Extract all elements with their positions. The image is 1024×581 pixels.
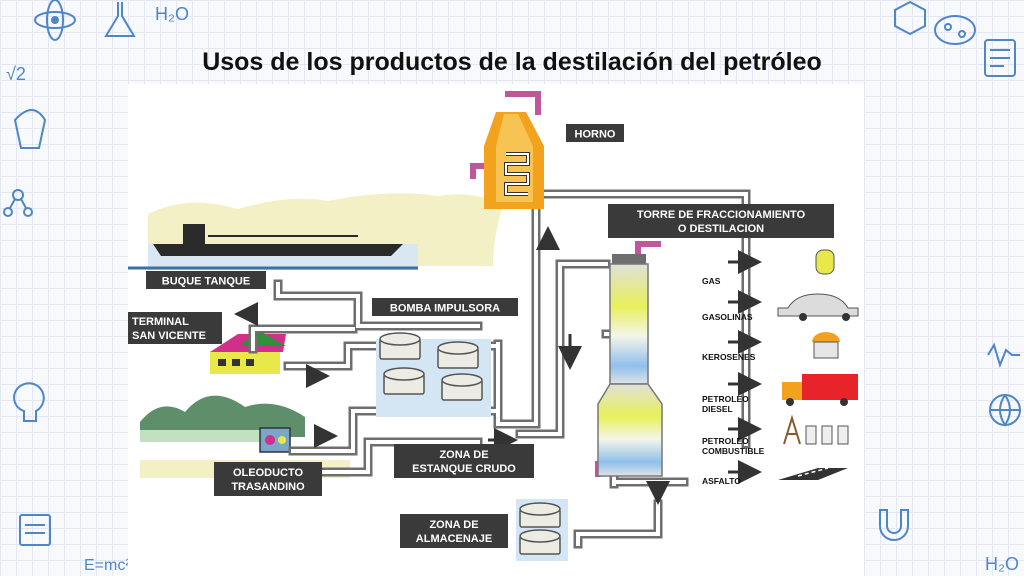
flask-icon [104, 2, 136, 37]
wave-doodle [987, 342, 1020, 369]
label-oleoducto-line1: OLEODUCTO [233, 467, 304, 479]
formula-icon: E=mc² [84, 557, 131, 574]
product-gasolinas: GASOLINAS [702, 312, 753, 322]
label-buque-text: BUQUE TANQUE [162, 276, 250, 288]
label-oleoducto: OLEODUCTO TRASANDINO [214, 462, 322, 496]
book-doodle [19, 514, 51, 546]
product-combustible-line2: COMBUSTIBLE [702, 446, 765, 456]
label-estanque-line2: ESTANQUE CRUDO [412, 463, 516, 475]
diagram-panel: HORNO BUQUE TANQUE BOMBA IMPULSORA TERMI… [128, 84, 864, 576]
h2o-doodle: H₂O [155, 4, 189, 24]
label-torre-line2: O DESTILACION [678, 223, 764, 235]
label-almacenaje-line2: ALMACENAJE [416, 533, 492, 545]
molecule-icon [3, 189, 33, 217]
label-terminal: TERMINAL SAN VICENTE [128, 312, 222, 344]
ship-scene [128, 193, 503, 270]
label-terminal-line1: TERMINAL [132, 316, 189, 328]
oil-derrick-icon [783, 414, 849, 445]
h2o-doodle-right: H₂O [985, 554, 1019, 574]
label-terminal-line2: SAN VICENTE [132, 330, 206, 342]
lightbulb-icon [13, 382, 45, 422]
refinery-diagram: HORNO BUQUE TANQUE BOMBA IMPULSORA TERMI… [128, 91, 859, 561]
label-oleoducto-line2: TRASANDINO [231, 481, 305, 493]
label-bomba-text: BOMBA IMPULSORA [390, 303, 500, 315]
label-estanque: ZONA DE ESTANQUE CRUDO [394, 444, 534, 478]
distillation-tower [597, 254, 663, 477]
kerosene-lamp-icon [812, 332, 840, 359]
product-kerosenes: KEROSENES [702, 352, 756, 362]
product-combustible-line1: PETROLEO [702, 436, 749, 446]
notebook-doodle [984, 39, 1016, 77]
asphalt-road-icon [778, 467, 848, 480]
truck-icon [782, 374, 858, 406]
car-icon [777, 293, 859, 321]
crude-tank-zone [376, 332, 491, 417]
gas-cylinder-icon [815, 249, 835, 275]
sqrt-doodle: √2 [6, 64, 26, 84]
product-diesel-line2: DIESEL [702, 404, 733, 414]
molecule-icon-right [894, 0, 926, 36]
label-almacenaje: ZONA DE ALMACENAJE [400, 514, 508, 548]
rocket-icon [13, 109, 47, 149]
product-gas: GAS [702, 276, 721, 286]
label-almacenaje-line1: ZONA DE [429, 519, 478, 531]
label-torre: TORRE DE FRACCIONAMIENTO O DESTILACION [608, 204, 834, 238]
label-bomba: BOMBA IMPULSORA [372, 298, 518, 316]
furnace [484, 112, 544, 209]
label-buque: BUQUE TANQUE [146, 271, 266, 289]
product-asfalto: ASFALTO [702, 476, 741, 486]
magnet-icon [879, 509, 909, 541]
storage-tank-zone [516, 499, 568, 561]
label-horno-text: HORNO [575, 129, 616, 141]
label-horno: HORNO [566, 124, 624, 142]
label-torre-line1: TORRE DE FRACCIONAMIENTO [637, 209, 806, 221]
product-diesel-line1: PETROLEO [702, 394, 749, 404]
label-estanque-line1: ZONA DE [439, 449, 488, 461]
bacteria-icon [934, 15, 976, 45]
atom-icon [34, 0, 76, 41]
globe-doodle [989, 394, 1021, 427]
page-title: Usos de los productos de la destilación … [202, 48, 822, 76]
